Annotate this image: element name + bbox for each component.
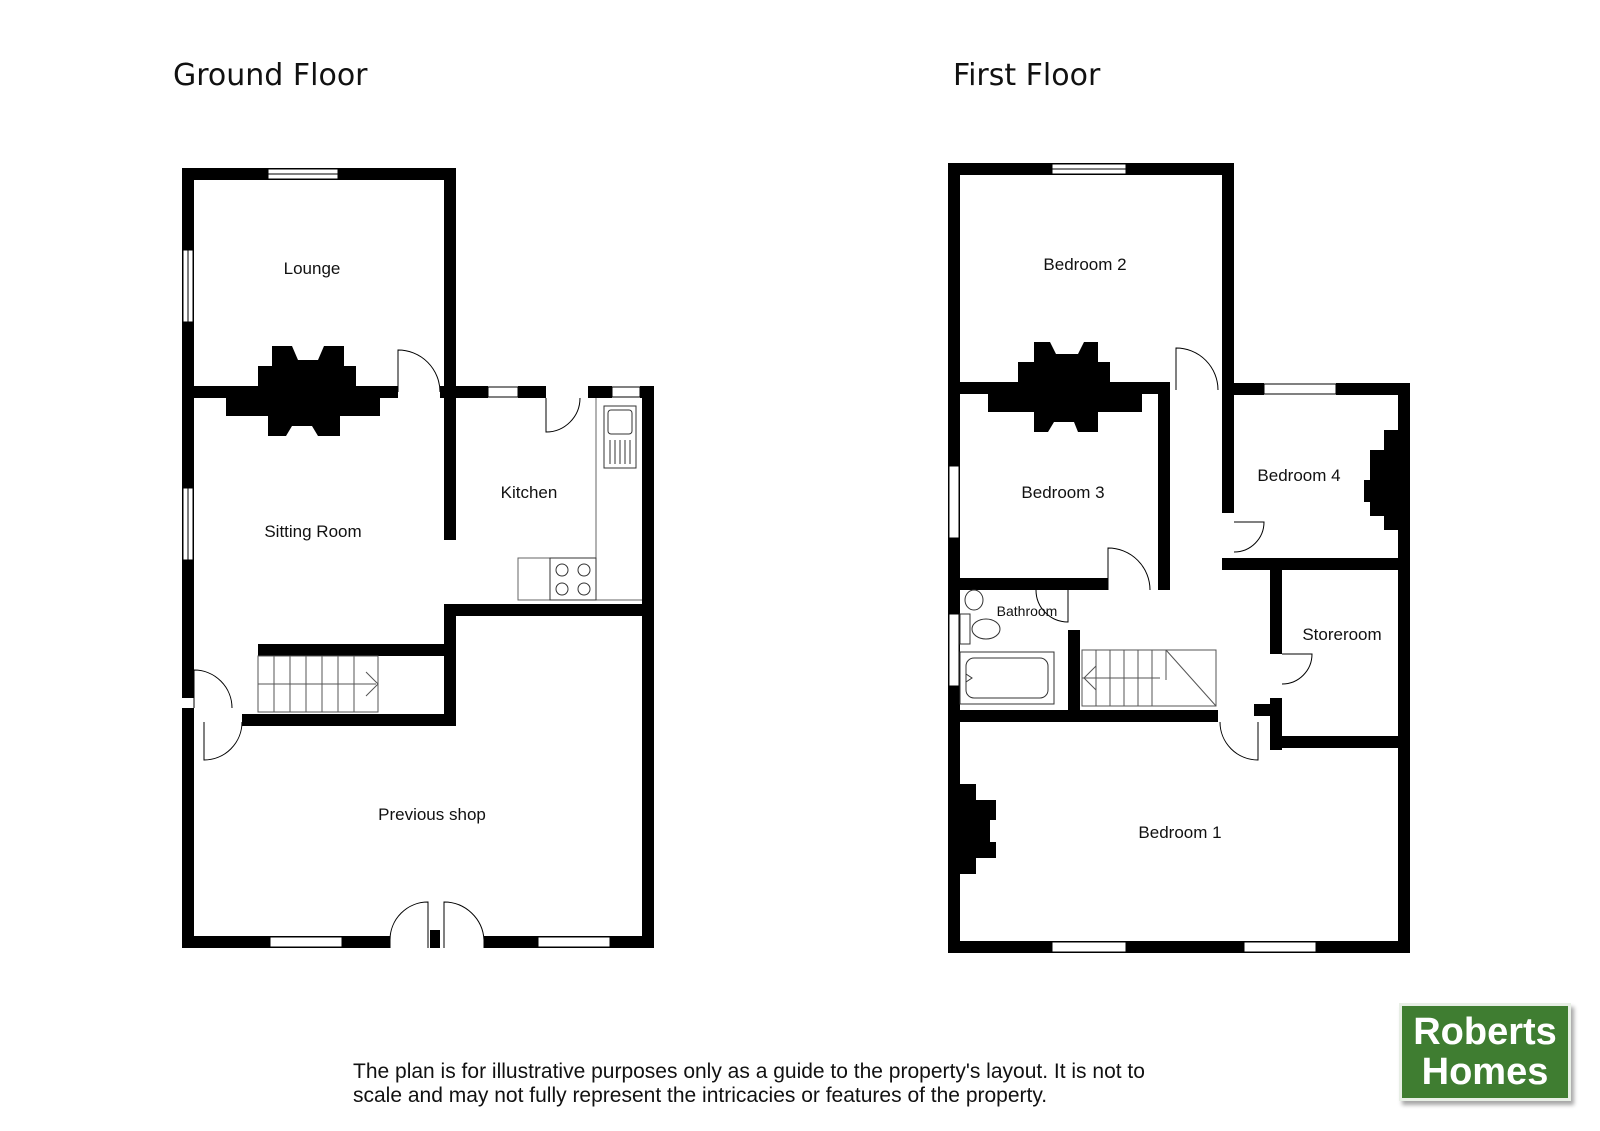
wall	[430, 930, 440, 948]
wall	[1222, 389, 1234, 513]
wall	[1398, 383, 1410, 953]
window	[611, 386, 641, 398]
ground-floor-title: Ground Floor	[173, 58, 368, 93]
fireplace	[226, 398, 380, 436]
disclaimer-line-1: The plan is for illustrative purposes on…	[353, 1060, 1145, 1083]
fireplace	[1364, 430, 1398, 530]
room-label-storeroom: Storeroom	[1302, 625, 1381, 644]
wall	[242, 714, 456, 726]
first-floor-title: First Floor	[953, 58, 1101, 93]
door	[1281, 653, 1313, 685]
wall	[642, 386, 654, 948]
wall	[518, 386, 546, 398]
window	[487, 386, 519, 398]
wall	[258, 644, 456, 656]
ground-floor-plan: Lounge Sitting Room Kitchen Previous sho…	[182, 168, 654, 948]
wall	[1222, 163, 1234, 389]
door	[193, 669, 233, 709]
window	[1263, 383, 1337, 395]
staircase	[1081, 649, 1217, 707]
door	[1219, 721, 1259, 761]
wall	[456, 386, 488, 398]
wall	[1222, 558, 1410, 570]
wall	[1254, 704, 1282, 716]
roberts-homes-logo: Roberts Homes	[1399, 1003, 1571, 1101]
disclaimer: The plan is for illustrative purposes on…	[353, 1060, 1233, 1108]
wall	[444, 604, 654, 616]
room-label-lounge: Lounge	[284, 259, 341, 278]
room-label-bathroom: Bathroom	[997, 603, 1058, 619]
staircase	[257, 655, 379, 713]
door	[389, 901, 429, 948]
logo-line-2: Homes	[1421, 1051, 1549, 1093]
wall	[948, 163, 960, 953]
window	[1051, 941, 1127, 953]
logo-line-1: Roberts	[1413, 1011, 1557, 1053]
room-label-previous-shop: Previous shop	[378, 805, 486, 824]
wall	[182, 708, 194, 948]
room-label-kitchen: Kitchen	[501, 483, 558, 502]
room-label-bedroom-2: Bedroom 2	[1043, 255, 1126, 274]
wall	[444, 168, 456, 392]
fireplace	[1018, 342, 1110, 382]
fireplace	[960, 784, 996, 874]
wall	[948, 941, 1410, 953]
wall	[588, 386, 612, 398]
door	[443, 901, 485, 948]
hob-icon	[549, 557, 597, 601]
wall	[948, 578, 1108, 590]
door	[1233, 521, 1265, 553]
wall	[948, 382, 1170, 394]
wall	[1158, 388, 1170, 590]
door	[1035, 589, 1069, 623]
wall	[1270, 570, 1282, 654]
disclaimer-line-2: scale and may not fully represent the in…	[353, 1084, 1048, 1107]
wall	[1336, 383, 1410, 395]
window	[948, 465, 960, 539]
window	[269, 936, 343, 948]
room-label-sitting-room: Sitting Room	[264, 522, 361, 541]
window	[948, 613, 960, 687]
room-label-bedroom-4: Bedroom 4	[1257, 466, 1340, 485]
fireplace	[258, 346, 356, 386]
wall	[1068, 630, 1080, 722]
window	[537, 936, 611, 948]
room-label-bedroom-3: Bedroom 3	[1021, 483, 1104, 502]
wall	[1270, 736, 1410, 748]
room-label-bedroom-1: Bedroom 1	[1138, 823, 1221, 842]
wall	[948, 710, 1218, 722]
wall	[444, 604, 456, 724]
wall	[444, 392, 456, 540]
door	[397, 349, 441, 393]
bathroom-fixtures	[959, 589, 1055, 705]
wall	[182, 386, 398, 398]
door	[545, 397, 581, 433]
door	[203, 721, 243, 761]
fireplace	[988, 394, 1142, 432]
door	[1107, 547, 1151, 591]
door	[1175, 347, 1219, 391]
window	[1243, 941, 1317, 953]
first-floor-plan: Bedroom 2 Bedroom 3 Bedroom 4 Bathroom S…	[948, 163, 1410, 953]
